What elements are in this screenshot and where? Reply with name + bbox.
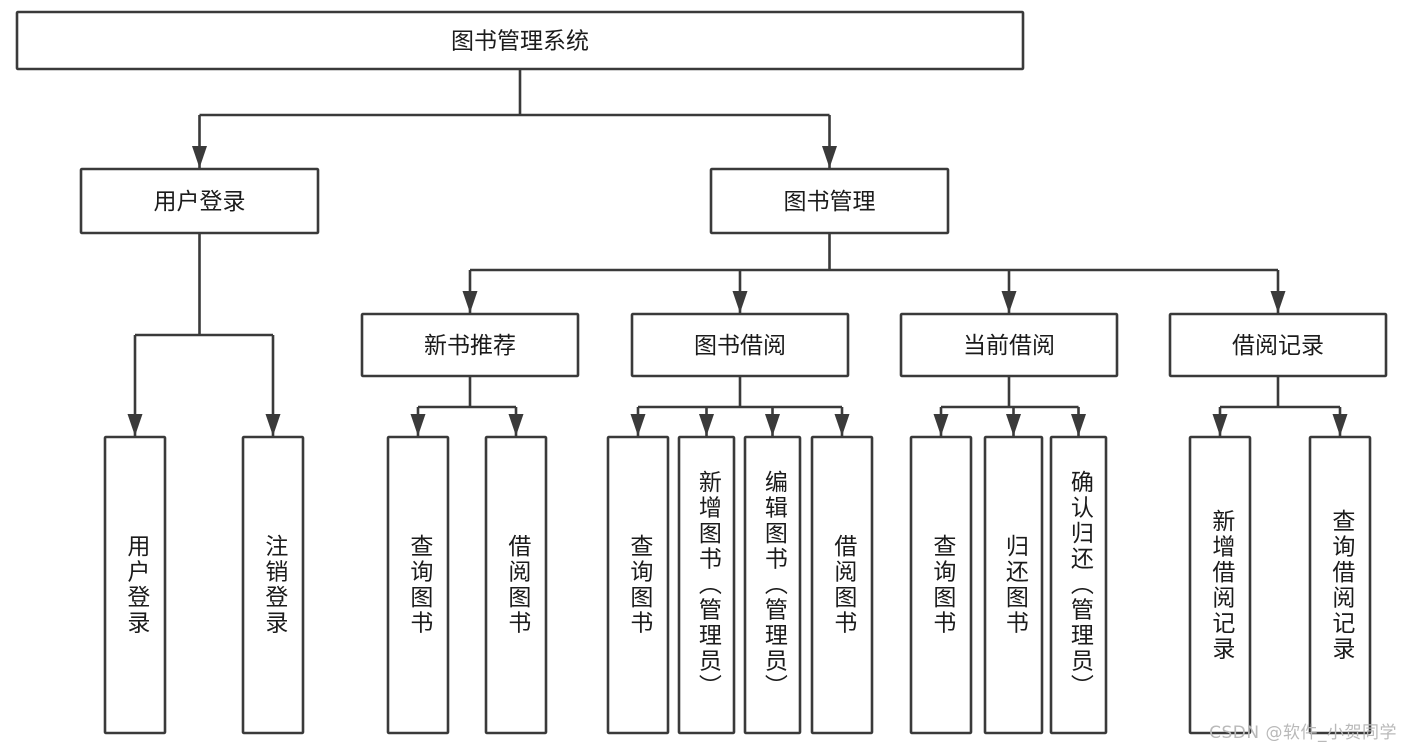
- node-borrow-record-label: 借阅记录: [1232, 333, 1324, 359]
- node-root-book-management-system-label: 图书管理系统: [451, 29, 589, 55]
- connector-layer: [127, 69, 1348, 436]
- node-leaf-borrow-book-1[interactable]: [484, 435, 548, 735]
- node-user-login[interactable]: [79, 167, 320, 235]
- node-current-borrow[interactable]: [899, 312, 1119, 378]
- csdn-watermark: CSDN @软件_小贺同学: [1209, 723, 1397, 743]
- node-leaf-borrow-book-2[interactable]: [810, 435, 874, 735]
- arrow-head-icon: [265, 414, 281, 436]
- node-leaf-edit-book[interactable]: [743, 435, 802, 735]
- arrow-head-icon: [699, 414, 714, 436]
- arrow-head-icon: [1212, 414, 1228, 436]
- node-borrow-record[interactable]: [1168, 312, 1388, 378]
- node-leaf-confirm-return[interactable]: [1049, 435, 1108, 735]
- node-book-borrow[interactable]: [630, 312, 850, 378]
- node-leaf-logout[interactable]: [241, 435, 305, 735]
- arrow-head-icon: [765, 414, 780, 436]
- node-book-borrow-label: 图书借阅: [694, 333, 786, 359]
- box-layer: [15, 10, 1388, 735]
- node-leaf-query-book-3[interactable]: [909, 435, 973, 735]
- arrow-head-icon: [1001, 291, 1017, 313]
- arrow-head-icon: [410, 414, 426, 436]
- node-current-borrow-label: 当前借阅: [963, 333, 1055, 359]
- node-leaf-return-book[interactable]: [983, 435, 1044, 735]
- node-leaf-query-book-2[interactable]: [606, 435, 670, 735]
- node-new-book-rec[interactable]: [360, 312, 580, 378]
- arrow-head-icon: [1071, 414, 1086, 436]
- node-leaf-add-book[interactable]: [677, 435, 736, 735]
- arrow-head-icon: [127, 414, 143, 436]
- arrow-head-icon: [630, 414, 646, 436]
- node-book-manage[interactable]: [709, 167, 950, 235]
- arrow-head-icon: [508, 414, 524, 436]
- arrow-head-icon: [1332, 414, 1348, 436]
- arrow-head-icon: [822, 146, 837, 168]
- arrow-head-icon: [192, 146, 207, 168]
- arrow-head-icon: [1270, 291, 1286, 313]
- node-book-manage-label: 图书管理: [784, 189, 876, 215]
- arrow-head-icon: [732, 291, 748, 313]
- node-leaf-user-login[interactable]: [103, 435, 167, 735]
- node-leaf-query-book-1[interactable]: [386, 435, 450, 735]
- node-root-book-management-system[interactable]: [15, 10, 1025, 71]
- node-user-login-label: 用户登录: [154, 189, 246, 215]
- arrow-head-icon: [834, 414, 850, 436]
- arrow-head-icon: [1006, 414, 1021, 436]
- node-leaf-add-record[interactable]: [1188, 435, 1252, 735]
- arrow-head-icon: [933, 414, 949, 436]
- node-new-book-rec-label: 新书推荐: [424, 333, 516, 359]
- node-leaf-query-record[interactable]: [1308, 435, 1372, 735]
- arrow-head-icon: [462, 291, 478, 313]
